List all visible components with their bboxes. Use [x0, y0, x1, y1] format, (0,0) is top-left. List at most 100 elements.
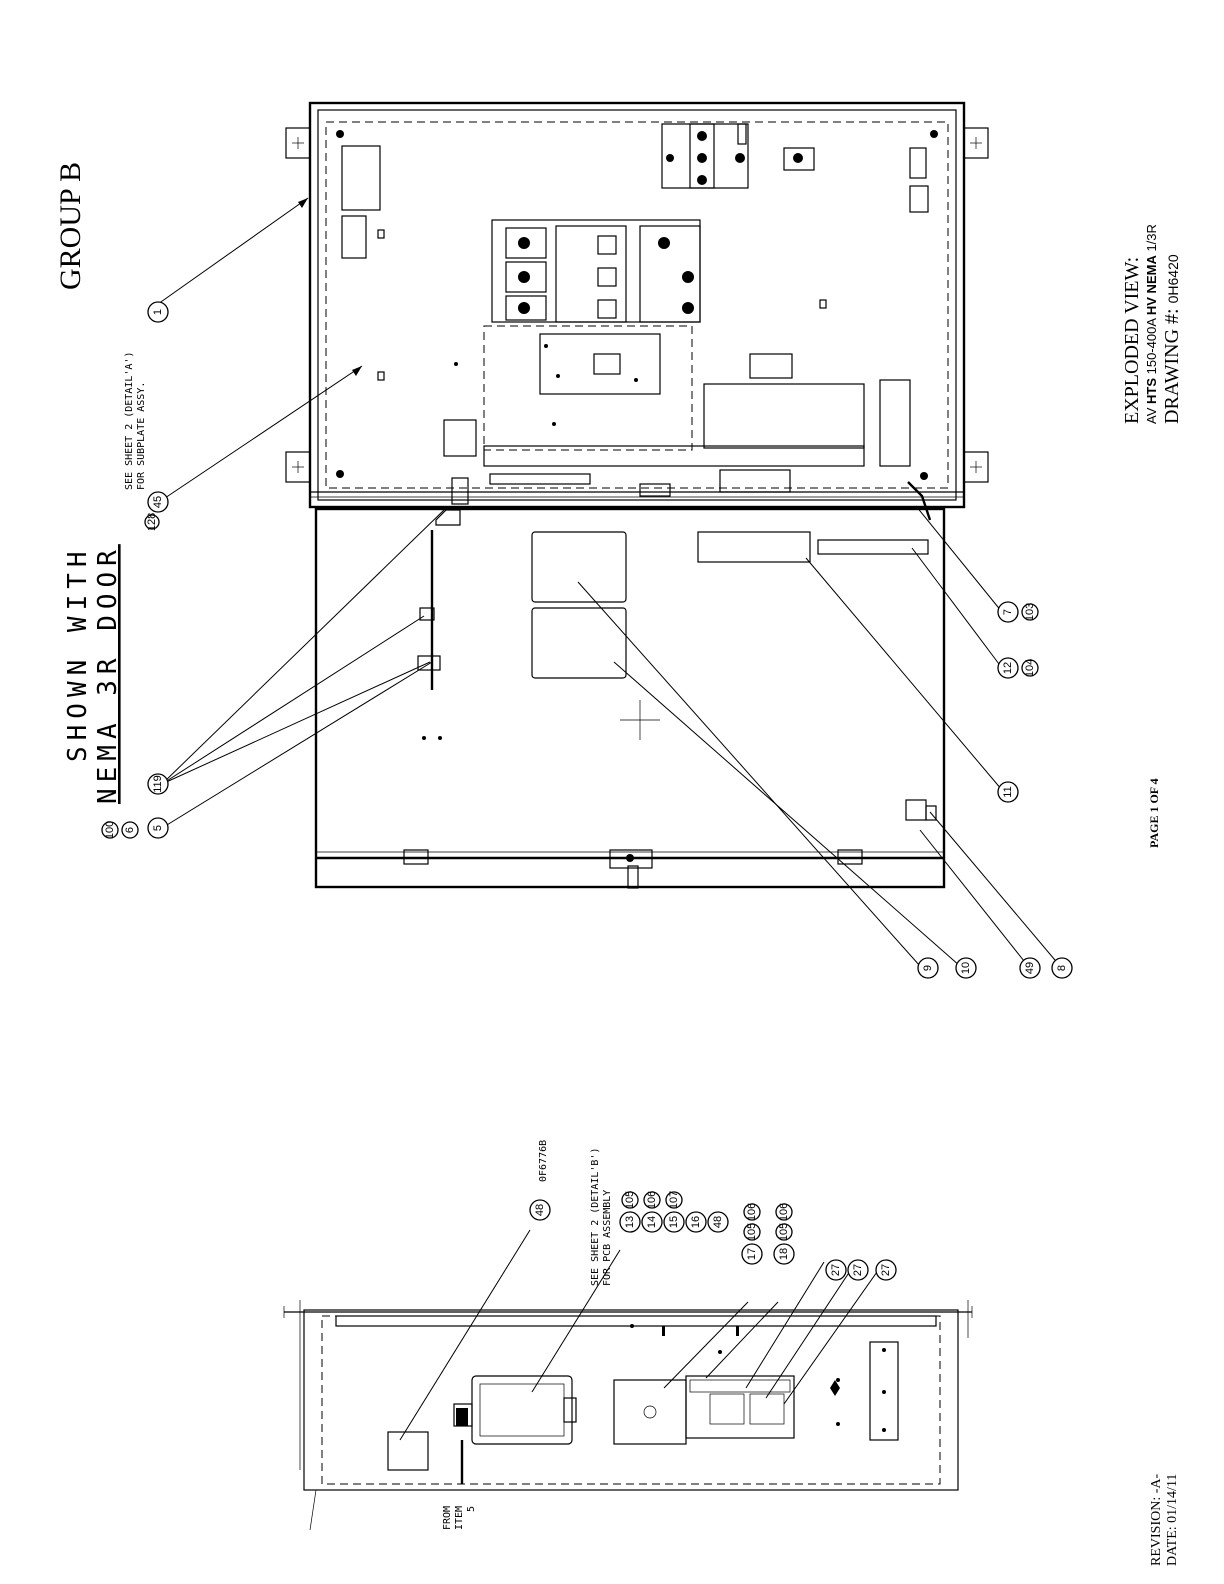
subplate-note-line2: FOR SUBPLATE ASSY. — [136, 382, 147, 490]
item-bubble-circle — [619, 1211, 641, 1233]
item-bubble-circle — [101, 821, 119, 839]
item-bubble: 7 — [997, 601, 1019, 623]
title-line2-bold: HTS — [1144, 378, 1159, 404]
title-line2: AV HTS 150-400A HV NEMA 1/3R — [1144, 224, 1159, 424]
item-bubble: 12 — [997, 657, 1019, 679]
title-line3: DRAWING #: 0H6420 — [1161, 254, 1183, 424]
item-bubble: 9 — [917, 957, 939, 979]
item-bubble-label: 45 — [152, 496, 164, 508]
item-bubble: 103 — [1021, 603, 1039, 621]
item-bubble-circle — [997, 601, 1019, 623]
item-bubble-circle — [1021, 603, 1039, 621]
item-bubble-circle — [641, 1211, 663, 1233]
item-bubbles: 1 45 128 119 5 6 100 9 10 11 12 104 7 103 49 8 48 13 105 14… — [101, 301, 1073, 1281]
item-bubble: 10 — [955, 957, 977, 979]
item-bubble: 1 — [147, 301, 169, 323]
item-bubble-label: 107 — [668, 1191, 680, 1209]
item-bubble-circle — [1019, 957, 1041, 979]
item-bubble-label: 105 — [746, 1223, 758, 1241]
from-item-note: FROM ITEM 5 — [442, 1506, 477, 1530]
title-line2-suffix: 1/3R — [1144, 224, 1159, 255]
item-bubble-label: 8 — [1056, 965, 1068, 971]
title-line1: EXPLODED VIEW: — [1121, 257, 1143, 424]
item-bubble: 27 — [847, 1259, 869, 1281]
item-bubble-circle — [147, 301, 169, 323]
item-bubble-label: 106 — [746, 1203, 758, 1221]
item-bubble-circle — [825, 1259, 847, 1281]
from-item-line1: FROM — [442, 1506, 453, 1530]
item-bubble-label: 119 — [152, 775, 164, 793]
item-bubble-label: 5 — [152, 825, 164, 831]
item-bubble-label: 105 — [624, 1191, 636, 1209]
date-text: DATE: 01/14/11 — [1165, 1474, 1180, 1566]
item-bubble-circle — [997, 781, 1019, 803]
door-note-line2: NEMA 3R DOOR — [93, 544, 123, 804]
item-bubble-label: 14 — [646, 1216, 658, 1228]
item-bubble-circle — [741, 1243, 763, 1265]
item-bubble: 48 — [707, 1211, 729, 1233]
drawing-number-label: DRAWING #: — [1161, 303, 1183, 424]
item-bubble: 13 — [619, 1211, 641, 1233]
item-bubble-label: 16 — [690, 1216, 702, 1228]
item-bubble-circle — [743, 1223, 761, 1241]
item-bubble-circle — [775, 1223, 793, 1241]
item-bubble: 16 — [685, 1211, 707, 1233]
item-bubble: 105 — [775, 1223, 793, 1241]
item-bubble-label: 1 — [152, 309, 164, 315]
item-bubble-label: 15 — [668, 1216, 680, 1228]
item-bubble-label: 103 — [1024, 603, 1036, 621]
item-bubble: 17 — [741, 1243, 763, 1265]
title-line2-prefix: AV — [1144, 404, 1159, 424]
item-bubble-label: 6 — [124, 827, 136, 833]
item-bubble-circle — [1021, 659, 1039, 677]
item-bubble-circle — [773, 1243, 795, 1265]
from-item-line2: ITEM — [454, 1506, 465, 1530]
item-bubble: 100 — [101, 821, 119, 839]
subplate-note: SEE SHEET 2 (DETAIL'A') FOR SUBPLATE ASS… — [124, 352, 147, 490]
pcb-note-line1: SEE SHEET 2 (DETAIL'B') — [590, 1148, 601, 1286]
part-code: 0F6776B — [538, 1140, 549, 1182]
pcb-note: SEE SHEET 2 (DETAIL'B') FOR PCB ASSEMBLY — [590, 1148, 613, 1286]
item-bubble-circle — [997, 657, 1019, 679]
item-bubble-label: 27 — [880, 1264, 892, 1276]
item-bubble-label: 48 — [712, 1216, 724, 1228]
item-bubble-circle — [743, 1203, 761, 1221]
item-bubble-label: 18 — [778, 1248, 790, 1260]
item-bubble-label: 49 — [1024, 962, 1036, 974]
item-bubble: 106 — [775, 1203, 793, 1221]
item-bubble-circle — [875, 1259, 897, 1281]
item-bubble-label: 106 — [646, 1191, 658, 1209]
page-label: PAGE 1 OF 4 — [1147, 778, 1161, 848]
title-line2-bold2: HV NEMA — [1144, 255, 1159, 316]
item-bubble: 8 — [1051, 957, 1073, 979]
item-bubble: 27 — [825, 1259, 847, 1281]
item-bubble: 105 — [743, 1223, 761, 1241]
item-bubble-circle — [529, 1199, 551, 1221]
group-title: GROUP B — [54, 162, 87, 290]
item-bubble: 45 — [147, 491, 169, 513]
item-bubble-circle — [917, 957, 939, 979]
item-bubble-label: 17 — [746, 1248, 758, 1260]
revision-block: REVISION: -A- DATE: 01/14/11 — [1149, 1474, 1180, 1566]
item-bubble-label: 106 — [778, 1203, 790, 1221]
item-bubble: 5 — [147, 817, 169, 839]
leader-lines — [157, 197, 1061, 1441]
item-bubble-circle — [665, 1191, 683, 1209]
item-bubble: 119 — [147, 773, 169, 795]
item-bubble-circle — [643, 1191, 661, 1209]
item-bubble-label: 104 — [1024, 659, 1036, 677]
item-bubble-circle — [663, 1211, 685, 1233]
item-bubble-label: 27 — [830, 1264, 842, 1276]
item-bubble: 15 — [663, 1211, 685, 1233]
inner-panel-outline — [283, 1300, 973, 1531]
item-bubble-label: 128 — [146, 513, 158, 531]
item-bubble-circle — [1051, 957, 1073, 979]
item-bubble-circle — [147, 491, 169, 513]
item-bubble-circle — [707, 1211, 729, 1233]
item-bubble-label: 11 — [1002, 786, 1014, 797]
item-bubble: 18 — [773, 1243, 795, 1265]
title-line2-mid: 150-400A — [1144, 315, 1159, 378]
item-bubble-circle — [847, 1259, 869, 1281]
